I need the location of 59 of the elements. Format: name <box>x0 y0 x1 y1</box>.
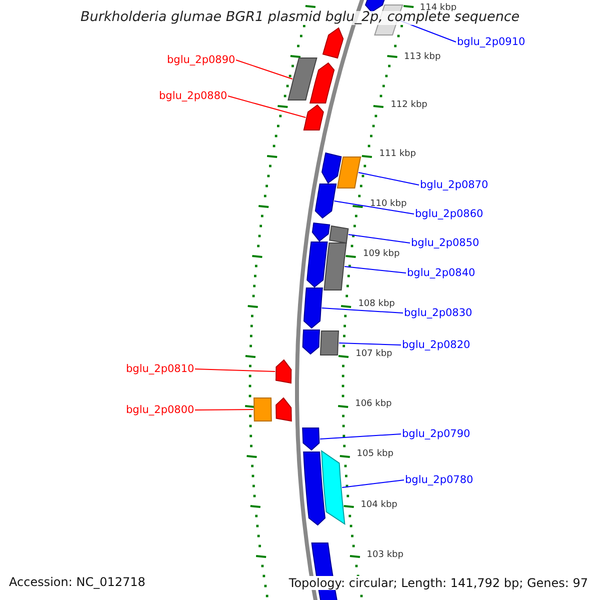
gene-block <box>303 104 324 130</box>
scale-label: 106 kbp <box>355 400 392 408</box>
gene-label: bglu_2p0800 <box>126 404 194 415</box>
scale-label: 103 kbp <box>366 550 404 560</box>
gene-block <box>275 359 292 384</box>
leader-line <box>338 342 402 346</box>
gene-block <box>314 184 337 219</box>
leader-line <box>348 234 410 244</box>
scale-label: 108 kbp <box>358 300 395 308</box>
gene-label: bglu_2p0840 <box>407 268 476 278</box>
gene-block <box>276 397 292 422</box>
leader-line <box>194 409 254 410</box>
gene-block <box>320 330 340 356</box>
scale-label: 113 kbp <box>404 52 441 62</box>
scale-label: 112 kbp <box>390 100 428 110</box>
gene-block <box>322 27 344 59</box>
gene-block <box>309 62 335 104</box>
scale-label: 107 kbp <box>356 350 392 358</box>
leader-line <box>342 480 404 488</box>
gene-block <box>288 58 318 100</box>
scale-label: 105 kbp <box>356 450 394 458</box>
gene-block <box>253 398 272 422</box>
gene-block <box>306 242 328 288</box>
leader-line <box>228 96 306 118</box>
summary-text: Topology: circular; Length: 141,792 bp; Genes: 97 <box>286 576 590 590</box>
gene-label: bglu_2p0820 <box>402 340 470 350</box>
gene-label: bglu_2p0830 <box>404 308 472 318</box>
title: Burkholderia glumae BGR1 plasmid bglu_2p, complete sequence <box>80 11 520 24</box>
gene-block <box>312 222 330 242</box>
leader-line <box>321 308 404 314</box>
gene-block <box>302 428 320 451</box>
gene-block <box>329 225 349 244</box>
scale-label: 110 kbp <box>370 200 407 208</box>
leader-line <box>344 266 406 274</box>
gene-label: bglu_2p0860 <box>415 208 484 219</box>
gene-block <box>321 450 346 525</box>
scale-label: 109 kbp <box>363 250 400 258</box>
accession-label: Accession: NC_012718 <box>9 576 146 588</box>
scale-label: 104 kbp <box>360 500 398 510</box>
gene-label: bglu_2p0870 <box>420 180 488 190</box>
gene-block <box>303 452 326 526</box>
leader-line <box>358 172 420 186</box>
gene-label: bglu_2p0780 <box>405 474 474 485</box>
gene-label: bglu_2p0910 <box>457 36 526 47</box>
gene-label: bglu_2p0810 <box>126 364 194 374</box>
gene-block <box>302 330 320 355</box>
gene-label: bglu_2p0790 <box>402 428 470 439</box>
gene-label: bglu_2p0850 <box>411 238 480 248</box>
gene-label: bglu_2p0890 <box>167 54 236 65</box>
gene-block <box>303 288 323 329</box>
leader-line <box>194 368 276 372</box>
gene-block <box>324 242 347 290</box>
leader-line <box>236 60 293 80</box>
gene-block <box>336 156 362 188</box>
leader-line <box>320 434 402 440</box>
gene-block <box>321 152 342 184</box>
gene-label: bglu_2p0880 <box>159 90 228 101</box>
leader-line <box>334 200 414 214</box>
scale-label: 111 kbp <box>379 150 416 158</box>
